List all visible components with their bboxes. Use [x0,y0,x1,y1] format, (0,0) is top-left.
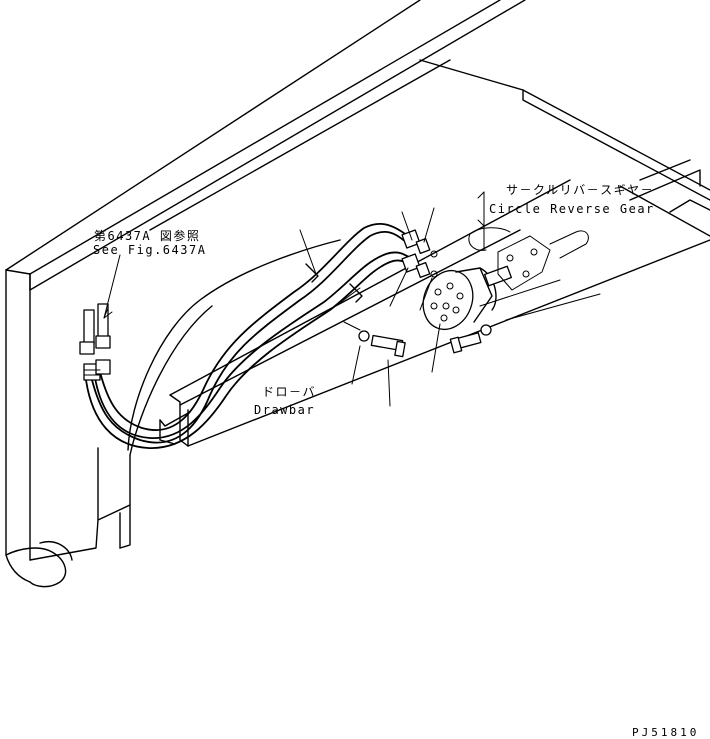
adapters [401,229,438,278]
bolts-and-washers [358,324,492,358]
main-frame [5,0,710,291]
reference-label-jp: 第6437A 図参照 [94,229,201,243]
reference-label-en: See Fig.6437A [93,243,207,257]
leader-lines [103,191,601,407]
drawbar-beam [159,159,710,447]
circle-reverse-gear-label-en: Circle Reverse Gear [489,202,655,216]
hydraulic-motor [422,265,512,331]
hydraulic-hoses [85,222,415,456]
circle-reverse-gear-label-jp: サ－クルリバ－スギヤ－ [506,183,655,197]
drawbar-label-en: Drawbar [254,403,316,417]
drawbar-label-jp: ドロ－バ [262,385,317,399]
circle-reverse-gear [468,227,589,291]
front-frame [5,269,131,588]
drawing-code: PJ51810 [632,726,700,739]
hose-end-fittings [79,303,111,381]
